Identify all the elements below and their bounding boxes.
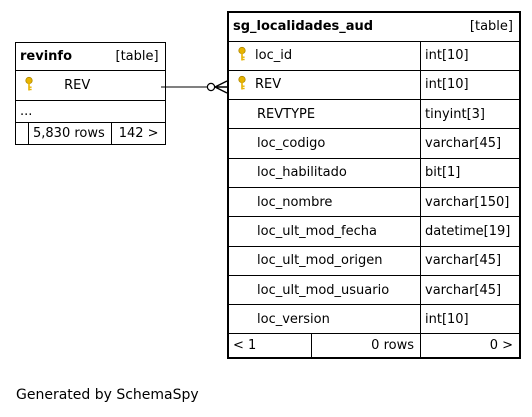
aud-column-row: loc_codigo varchar[45] xyxy=(227,128,521,159)
aud-column-row: loc_ult_mod_fecha datetime[19] xyxy=(227,216,521,247)
aud-column-row: REVTYPE tinyint[3] xyxy=(227,99,521,130)
aud-column-row: loc_ult_mod_origen varchar[45] xyxy=(227,245,521,276)
revinfo-table[interactable]: revinfo [table] REV ... 5,830 rows 142 > xyxy=(15,42,166,145)
aud-column-name: loc_codigo xyxy=(257,136,326,152)
aud-column-name: REV xyxy=(255,77,282,93)
revinfo-table-name[interactable]: revinfo xyxy=(15,42,112,71)
revinfo-ellipsis: ... xyxy=(15,100,166,123)
aud-column-type: int[10] xyxy=(420,69,521,101)
sg-localidades-aud-table[interactable]: sg_localidades_aud [table] loc_id int[10]… xyxy=(227,11,521,359)
aud-column-type: varchar[45] xyxy=(420,128,521,159)
aud-column-type: tinyint[3] xyxy=(420,99,521,130)
aud-column-type: varchar[45] xyxy=(420,274,521,306)
aud-column-row: loc_id int[10] xyxy=(227,40,521,71)
aud-column-name: loc_ult_mod_fecha xyxy=(257,223,377,239)
key-icon xyxy=(237,46,247,65)
revinfo-table-kind: [table] xyxy=(111,42,166,71)
aud-parents-link[interactable]: < 1 xyxy=(227,333,312,359)
aud-column-name: REVTYPE xyxy=(257,106,316,122)
aud-children-link[interactable]: 0 > xyxy=(420,333,521,359)
aud-column-row: loc_nombre varchar[150] xyxy=(227,186,521,218)
aud-column-row: loc_ult_mod_usuario varchar[45] xyxy=(227,274,521,306)
aud-column-name: loc_habilitado xyxy=(257,165,347,181)
aud-column-row: loc_version int[10] xyxy=(227,304,521,335)
relationship-optional-marker xyxy=(206,82,216,92)
aud-column-name: loc_ult_mod_origen xyxy=(257,253,383,269)
aud-row-count: 0 rows xyxy=(311,333,421,359)
aud-table-kind: [table] xyxy=(420,11,521,42)
aud-table-name[interactable]: sg_localidades_aud xyxy=(227,11,421,42)
aud-column-name: loc_id xyxy=(255,48,293,64)
aud-column-type: varchar[150] xyxy=(420,186,521,218)
key-icon xyxy=(24,76,34,95)
aud-column-name: loc_version xyxy=(257,311,330,327)
aud-column-type: bit[1] xyxy=(420,157,521,188)
revinfo-column-name: REV xyxy=(64,78,91,93)
generated-by-footer: Generated by SchemaSpy xyxy=(16,387,199,403)
relationship-crowfoot-marker xyxy=(214,80,228,94)
aud-column-name: loc_ult_mod_usuario xyxy=(257,282,390,298)
aud-column-type: int[10] xyxy=(420,304,521,335)
aud-column-name: loc_nombre xyxy=(257,194,333,210)
aud-column-type: varchar[45] xyxy=(420,245,521,276)
revinfo-row-count: 5,830 rows xyxy=(28,122,112,145)
revinfo-column-row: REV xyxy=(15,70,166,101)
aud-column-row: loc_habilitado bit[1] xyxy=(227,157,521,188)
aud-column-type: datetime[19] xyxy=(420,216,521,247)
aud-column-type: int[10] xyxy=(420,40,521,71)
aud-column-row: REV int[10] xyxy=(227,69,521,101)
key-icon xyxy=(237,75,247,94)
revinfo-children-link[interactable]: 142 > xyxy=(111,122,166,145)
